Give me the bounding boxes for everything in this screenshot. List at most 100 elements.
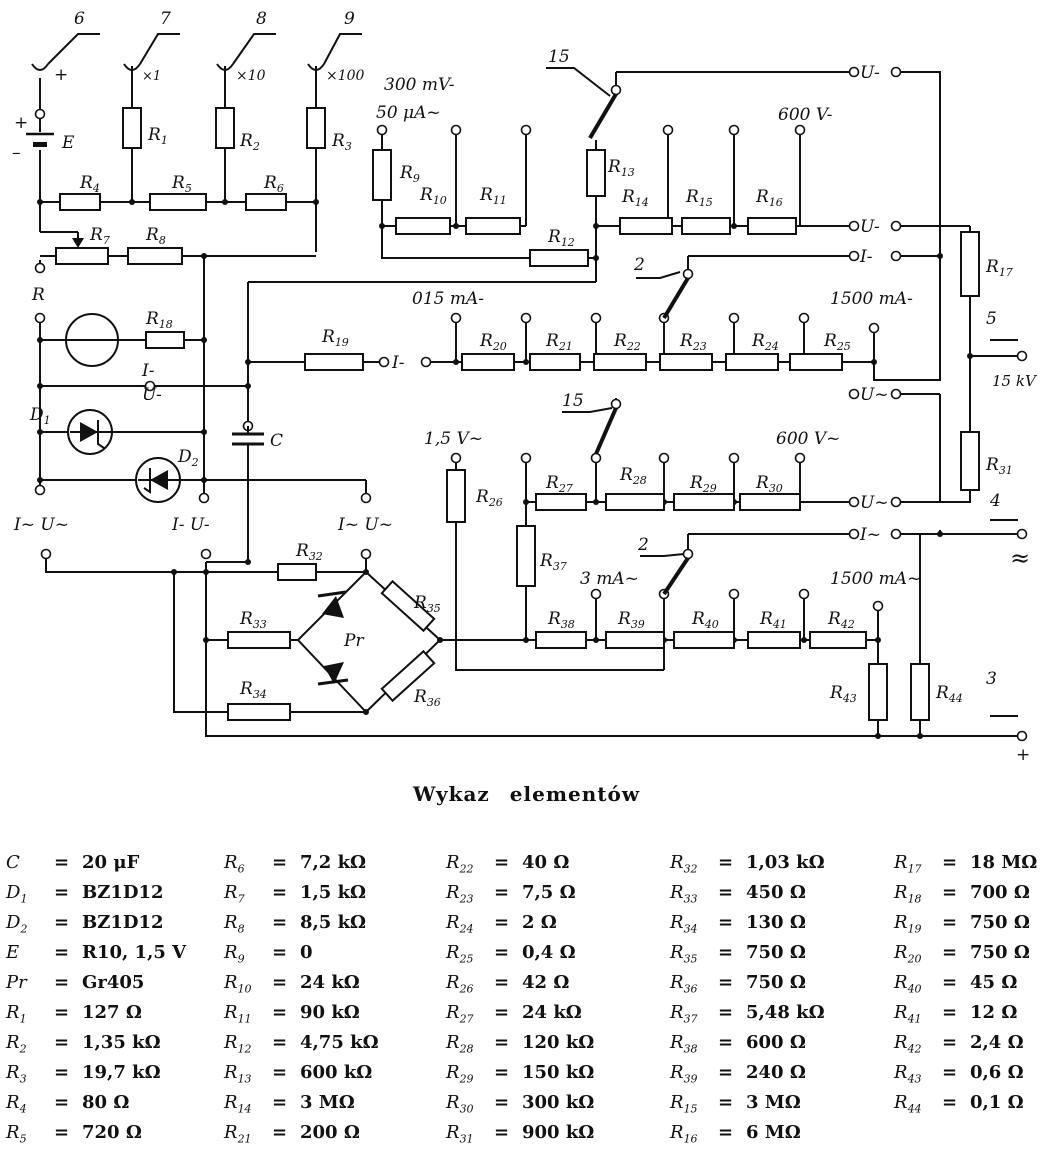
- label-R42: R42: [827, 609, 855, 631]
- label-R22: R22: [613, 331, 641, 353]
- parts-row: R35=750 Ω: [670, 938, 825, 968]
- part-value: 0: [300, 942, 313, 963]
- parts-row: R3=19,7 kΩ: [6, 1058, 186, 1088]
- equals-sign: =: [54, 882, 70, 903]
- label-R34: R34: [239, 679, 267, 701]
- label-out-U-ac-top: U~: [860, 385, 889, 405]
- parts-row: R34=130 Ω: [670, 908, 825, 938]
- parts-row: R42 = 2,4 Ω: [894, 1028, 1037, 1058]
- part-name: R44: [894, 1092, 922, 1116]
- label-out-I-ac: I~: [859, 525, 881, 545]
- label-R33: R33: [239, 609, 267, 631]
- part-name: R40: [894, 972, 922, 996]
- parts-row: D1=BZ1D12: [6, 878, 186, 908]
- equals-sign: =: [718, 1092, 734, 1113]
- parts-row: R14=3 MΩ: [224, 1088, 379, 1118]
- label-15v-ac: 1,5 V~: [424, 429, 483, 449]
- parts-row: R12=4,75 kΩ: [224, 1028, 379, 1058]
- label-x100: ×100: [326, 68, 365, 84]
- label-R36: R36: [413, 687, 441, 709]
- part-name: R16: [670, 1122, 698, 1146]
- label-t7: 7: [160, 9, 171, 29]
- zener-diode-D2: [135, 457, 181, 503]
- equals-sign: =: [494, 972, 510, 993]
- equals-sign: =: [272, 942, 288, 963]
- equals-sign: =: [718, 882, 734, 903]
- label-1500ma-ac: 1500 mA~: [830, 569, 921, 589]
- part-value: 750 Ω: [746, 942, 806, 963]
- parts-row: R16=6 MΩ: [670, 1118, 825, 1148]
- part-value: 720 Ω: [82, 1122, 142, 1143]
- label-R13: R13: [607, 157, 635, 179]
- parts-row: R22=40 Ω: [446, 848, 594, 878]
- part-name: R42: [894, 1032, 922, 1056]
- part-value: 1,35 kΩ: [82, 1032, 161, 1053]
- part-value: 240 Ω: [746, 1062, 806, 1083]
- label-R6: R6: [263, 173, 284, 195]
- parts-row: R9 = 0: [224, 938, 379, 968]
- part-name: R31: [446, 1122, 474, 1146]
- label-ac-symbol: ≈: [1010, 544, 1030, 572]
- part-name: E: [6, 942, 20, 963]
- label-out-I-dc: I-: [859, 247, 873, 267]
- part-name: R30: [446, 1092, 474, 1116]
- part-value: 20 μF: [82, 852, 140, 873]
- part-name: R14: [224, 1092, 252, 1116]
- part-value: 200 Ω: [300, 1122, 360, 1143]
- battery-E: [26, 132, 54, 147]
- parts-row: R37=5,48 kΩ: [670, 998, 825, 1028]
- equals-sign: =: [54, 852, 70, 873]
- part-value: 127 Ω: [82, 1002, 142, 1023]
- parts-row: R26=42 Ω: [446, 968, 594, 998]
- label-R11: R11: [479, 185, 507, 207]
- label-x10: ×10: [236, 68, 266, 84]
- equals-sign: =: [942, 972, 958, 993]
- label-plus-3: +: [1016, 745, 1030, 765]
- equals-sign: =: [272, 1062, 288, 1083]
- label-out-U-dc-top: U-: [860, 63, 880, 83]
- equals-sign: =: [54, 1122, 70, 1143]
- part-name: R1: [6, 1002, 27, 1026]
- equals-sign: =: [718, 1002, 734, 1023]
- parts-row: R44=0,1 Ω: [894, 1088, 1037, 1118]
- part-value: 42 Ω: [522, 972, 570, 993]
- parts-row: R18=700 Ω: [894, 878, 1037, 908]
- parts-row: R6=7,2 kΩ: [224, 848, 379, 878]
- part-value: 2,4 Ω: [970, 1032, 1024, 1053]
- label-300mv: 300 mV-: [384, 75, 455, 95]
- equals-sign: =: [54, 1032, 70, 1053]
- heading-word-1: Wykaz: [412, 782, 490, 806]
- equals-sign: =: [272, 1122, 288, 1143]
- label-out-U-ac: U~: [860, 493, 889, 513]
- part-value: Gr405: [82, 972, 145, 993]
- part-value: 3 MΩ: [300, 1092, 355, 1113]
- parts-row: E=R10, 1,5 V: [6, 938, 186, 968]
- part-value: 90 kΩ: [300, 1002, 360, 1023]
- part-name: R43: [894, 1062, 922, 1086]
- part-value: 750 Ω: [970, 942, 1030, 963]
- parts-row: R38=600 Ω: [670, 1028, 825, 1058]
- label-I-dc-in: I-: [391, 353, 405, 373]
- equals-sign: =: [272, 972, 288, 993]
- label-D1: D1: [29, 405, 51, 427]
- label-x1: ×1: [142, 69, 161, 84]
- part-name: R39: [670, 1062, 698, 1086]
- part-value: 120 kΩ: [522, 1032, 595, 1053]
- capacitor-C: [232, 426, 264, 452]
- parts-row: R21=200 Ω: [224, 1118, 379, 1148]
- meter-symbol: [65, 313, 119, 367]
- part-name: R9: [224, 942, 245, 966]
- parts-row: R24=2 Ω: [446, 908, 594, 938]
- part-name: R19: [894, 912, 922, 936]
- parts-row: R39=240 Ω: [670, 1058, 825, 1088]
- equals-sign: =: [54, 912, 70, 933]
- parts-row: R41=12 Ω: [894, 998, 1037, 1028]
- label-R28: R28: [619, 465, 647, 487]
- part-value: 750 Ω: [746, 972, 806, 993]
- part-name: Pr: [6, 972, 27, 993]
- equals-sign: =: [942, 1062, 958, 1083]
- equals-sign: =: [942, 1032, 958, 1053]
